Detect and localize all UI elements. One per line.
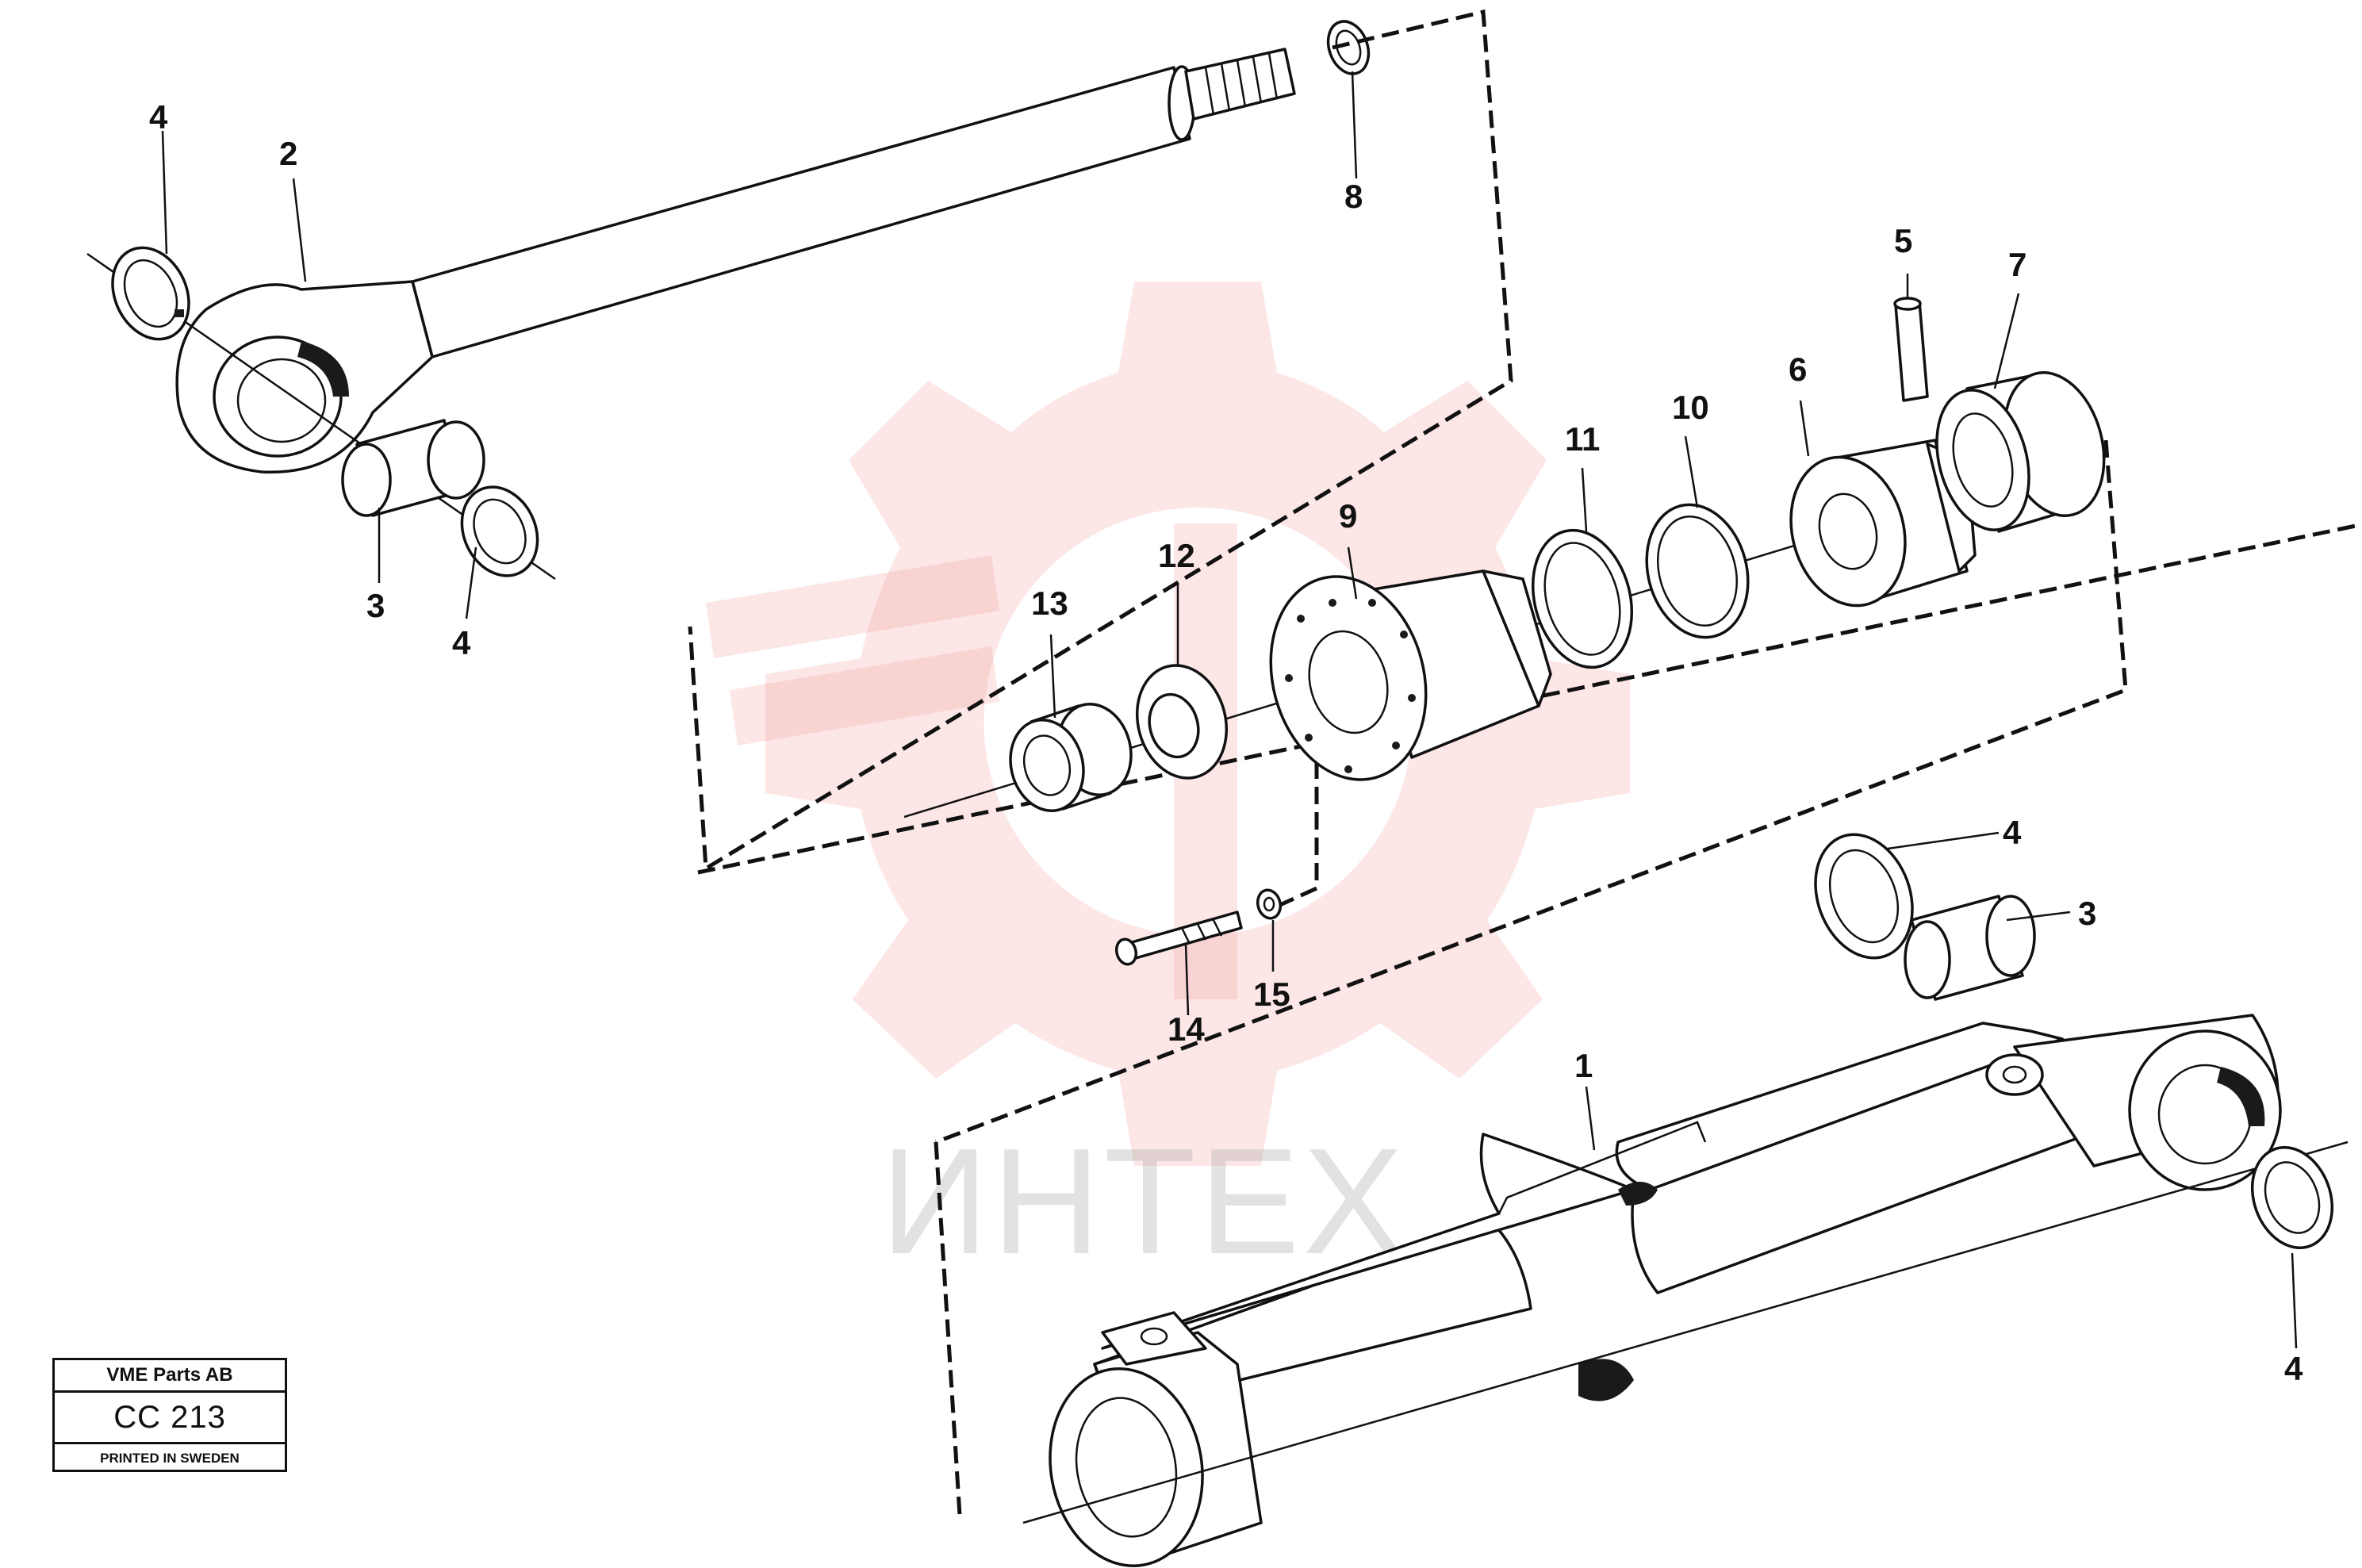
- callout-labels: 4 2 3 4 8 5 7 6 10 11 9 12 13 14 15 1 4 …: [149, 98, 2303, 1387]
- callout-5: 5: [1894, 222, 1912, 259]
- callout-15: 15: [1253, 976, 1290, 1013]
- bushing-3-left: [341, 419, 485, 517]
- callout-3-right: 3: [2078, 895, 2096, 932]
- cylinder-barrel-1: [1022, 1014, 2349, 1567]
- cylinder-head-9: [1269, 569, 1552, 781]
- callout-6: 6: [1789, 351, 1807, 388]
- dashed-boundaries: [688, 9, 2362, 1516]
- retaining-ring-4-right-lower: [2250, 1146, 2334, 1249]
- lock-pin-5: [1893, 297, 1929, 402]
- watermark-gear-logo: [706, 282, 1630, 1166]
- callout-4-right-lower: 4: [2284, 1350, 2303, 1387]
- callout-9: 9: [1339, 497, 1357, 535]
- wear-ring-12: [1135, 664, 1229, 780]
- leader-lines: [161, 71, 2298, 1349]
- barrel-eye: [2128, 1029, 2282, 1191]
- gasket-11: [1531, 528, 1634, 669]
- callout-1: 1: [1574, 1047, 1593, 1084]
- callout-2: 2: [279, 135, 297, 172]
- piston-rod-assembly: [86, 48, 1296, 581]
- o-ring-8: [1326, 20, 1371, 75]
- callout-13: 13: [1031, 585, 1068, 622]
- retaining-ring-4-left: [460, 485, 539, 577]
- piston-ring-7: [1935, 371, 2106, 533]
- barrel-axis: [1022, 1141, 2349, 1524]
- callout-7: 7: [2008, 246, 2026, 283]
- callout-10: 10: [1672, 389, 1709, 426]
- watermark-text: ИНТЕХ: [880, 1118, 1406, 1286]
- seal-13: [1009, 703, 1133, 812]
- title-block: VME Parts AB CC 213 PRINTED IN SWEDEN: [52, 1358, 287, 1472]
- callout-3-left: 3: [366, 587, 385, 624]
- piston-rod: [411, 66, 1191, 358]
- rod-thread: [1184, 48, 1296, 121]
- barrel-port: [1985, 1053, 2044, 1096]
- piston-6: [1789, 439, 1977, 608]
- callout-11: 11: [1565, 420, 1600, 458]
- callout-12: 12: [1158, 537, 1195, 574]
- title-code: CC 213: [55, 1393, 285, 1444]
- callout-4-left: 4: [452, 624, 471, 661]
- callout-4-right-upper: 4: [2003, 814, 2022, 851]
- o-ring-10: [1645, 503, 1750, 639]
- washer-15: [1256, 888, 1283, 920]
- callout-4-top: 4: [149, 98, 168, 136]
- retaining-ring-4-right-upper: [1814, 833, 1914, 960]
- retaining-ring-4-top: [111, 246, 190, 341]
- callout-8: 8: [1344, 178, 1363, 215]
- bushing-3-right: [1904, 895, 2036, 1001]
- title-printed: PRINTED IN SWEDEN: [100, 1451, 240, 1466]
- title-company: VME Parts AB: [55, 1360, 285, 1393]
- bolt-14: [1114, 911, 1243, 966]
- callout-14: 14: [1168, 1010, 1205, 1048]
